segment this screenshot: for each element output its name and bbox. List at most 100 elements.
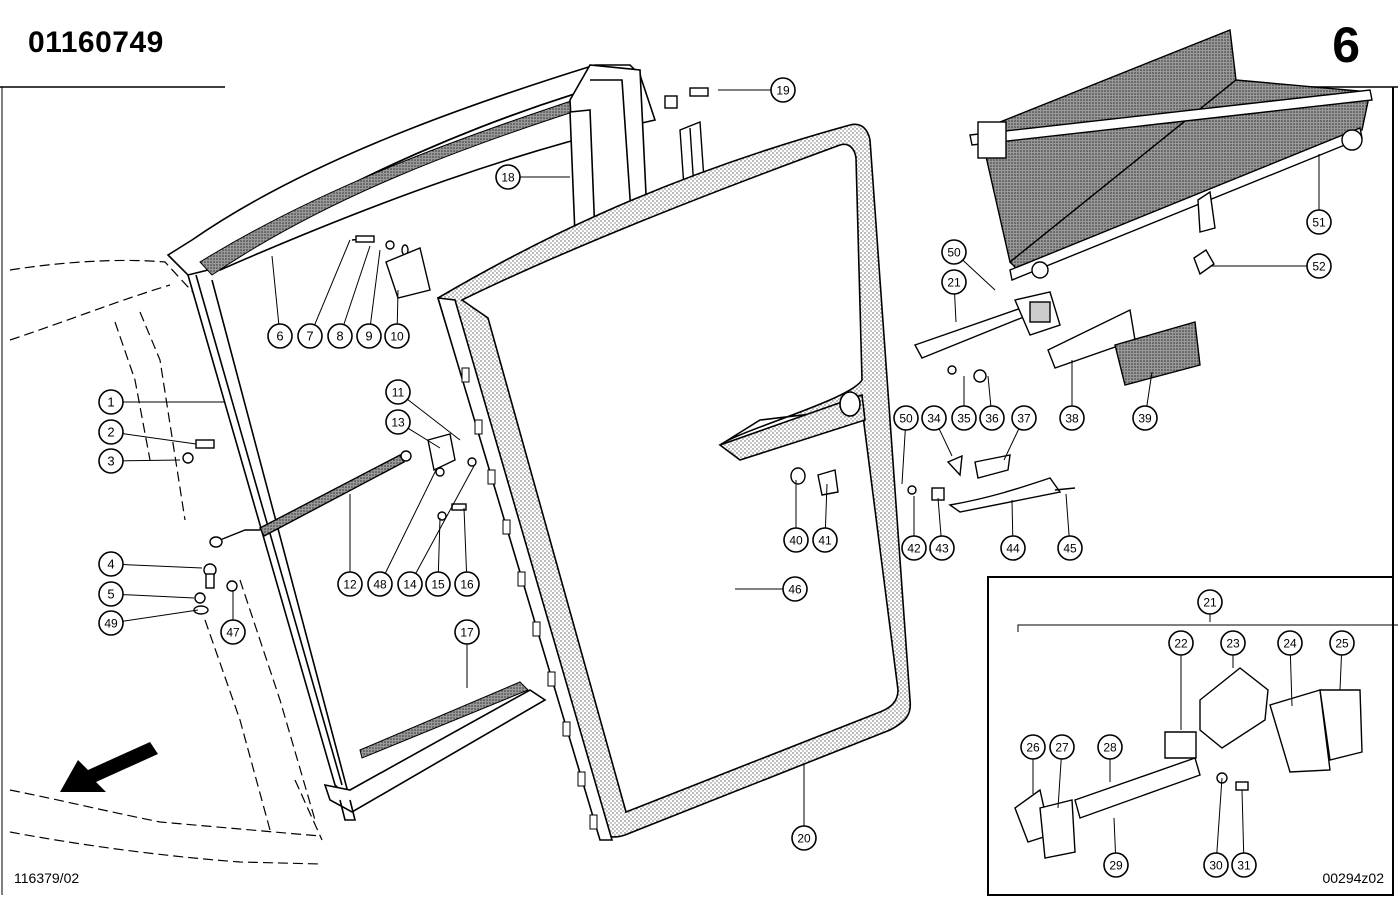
callout-number: 50 [899, 412, 913, 426]
drawing-reference-left: 116379/02 [14, 870, 80, 886]
callout-37: 37 [1003, 405, 1037, 461]
callout-number: 34 [927, 412, 941, 426]
callout-number: 23 [1226, 637, 1240, 651]
callout-36: 36 [979, 375, 1005, 431]
callout-circle [98, 419, 124, 445]
callout-leader-line [407, 398, 461, 441]
callout-number: 43 [935, 542, 949, 556]
callout-leader-line [1241, 789, 1245, 854]
cab-outline [9, 259, 323, 865]
callout-25: 25 [1329, 630, 1355, 691]
callout-number: 6 [276, 329, 283, 344]
callout-number: 7 [306, 329, 313, 344]
callout-38: 38 [1059, 360, 1085, 431]
callout-49: 49 [98, 609, 199, 636]
callout-circle [327, 323, 353, 349]
callout-40: 40 [783, 480, 809, 553]
callout-leader-line [437, 517, 441, 573]
callout-number: 1 [107, 395, 114, 410]
callout-leader-line [122, 564, 203, 569]
callout-number: 10 [390, 330, 404, 344]
callout-number: 14 [403, 578, 417, 592]
latch-detail-inset [987, 576, 1398, 896]
callout-number: 8 [336, 329, 343, 344]
callout-number: 13 [391, 416, 405, 430]
callout-circle [1231, 852, 1257, 878]
callout-number: 51 [1312, 216, 1326, 230]
callout-leader-line [122, 459, 181, 462]
callout-number: 29 [1109, 859, 1123, 873]
callout-number: 21 [1203, 596, 1217, 610]
callout-19: 19 [718, 77, 796, 103]
callout-22: 22 [1168, 630, 1194, 730]
callout-number: 15 [431, 578, 445, 592]
callout-15: 15 [425, 517, 451, 597]
callout-leader-line [122, 609, 199, 622]
callout-circle [893, 405, 919, 431]
callout-circle [1306, 253, 1332, 279]
callout-leader-line [343, 245, 371, 325]
callout-number: 2 [107, 425, 114, 440]
callout-18: 18 [495, 164, 570, 190]
door-panel [436, 123, 912, 841]
callout-47: 47 [220, 590, 246, 645]
callout-number: 4 [107, 557, 114, 572]
callout-leader-line [962, 259, 996, 291]
callout-9: 9 [356, 249, 382, 349]
callout-leader-line [824, 483, 828, 529]
latch-assembly [790, 291, 1201, 513]
callout-7: 7 [297, 239, 351, 349]
callout-45: 45 [1057, 493, 1083, 561]
callout-circle [98, 610, 124, 636]
callout-circle [1132, 405, 1158, 431]
callout-circle [454, 571, 480, 597]
callout-circle [1203, 852, 1229, 878]
callout-circle [941, 269, 967, 295]
gas-strut [182, 87, 709, 615]
callout-circle [1197, 589, 1223, 615]
callout-leader-line [415, 465, 475, 574]
callout-28: 28 [1097, 734, 1123, 782]
callout-leader-line [1011, 499, 1014, 537]
callout-4: 4 [98, 551, 203, 577]
callout-number: 49 [104, 617, 118, 631]
callout-50: 50 [941, 239, 996, 291]
callout-leader-line [407, 427, 441, 449]
callout-number: 48 [373, 578, 387, 592]
callout-circle [1049, 734, 1075, 760]
callout-circle [297, 323, 323, 349]
callout-circle [951, 405, 977, 431]
callout-circle [384, 323, 410, 349]
callout-30: 30 [1203, 777, 1229, 878]
callout-leader-line [384, 469, 437, 574]
front-direction-arrow-icon [60, 742, 158, 792]
callout-leader-line [1289, 654, 1293, 707]
callout-29: 29 [1103, 817, 1129, 878]
callout-24: 24 [1277, 630, 1303, 707]
callout-circle [929, 535, 955, 561]
callout-17: 17 [454, 619, 480, 688]
callout-leader-line [1146, 371, 1153, 407]
callout-number: 50 [947, 246, 961, 260]
callout-leader-line [1216, 777, 1223, 854]
drawing-reference-right: 00294z02 [1322, 870, 1384, 886]
callout-5: 5 [98, 581, 195, 607]
callout-circle [367, 571, 393, 597]
callout-number: 17 [460, 626, 474, 640]
callout-number: 22 [1174, 637, 1188, 651]
callout-circle [1097, 734, 1123, 760]
callout-circle [921, 405, 947, 431]
callout-26: 26 [1020, 734, 1046, 794]
callout-number: 3 [107, 454, 114, 469]
callout-number: 9 [365, 329, 372, 344]
callout-leader-line [937, 497, 942, 537]
callout-44: 44 [1000, 499, 1026, 561]
callout-6: 6 [267, 255, 293, 349]
callout-leader-line [1113, 817, 1116, 854]
callout-number: 5 [107, 587, 114, 602]
callout-number: 30 [1209, 859, 1223, 873]
callout-20: 20 [791, 764, 817, 851]
callout-circle [1329, 630, 1355, 656]
callout-leader-line [1065, 493, 1070, 537]
callout-21: 21 [1197, 589, 1223, 622]
